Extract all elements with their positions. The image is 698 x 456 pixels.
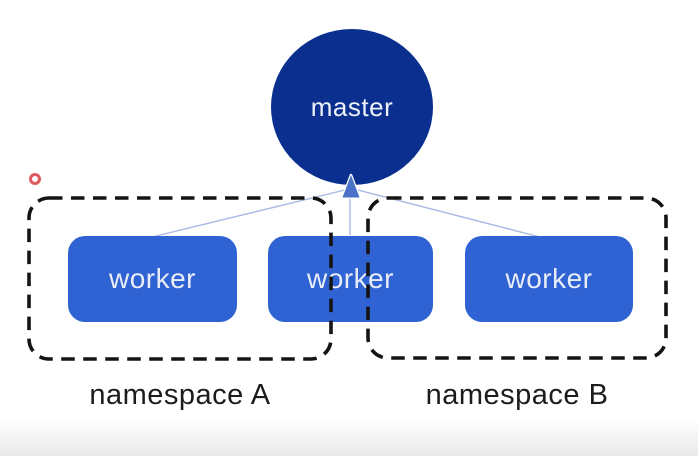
worker-node-label: worker — [306, 263, 394, 294]
worker-node-label: worker — [505, 263, 593, 294]
red-ring-pointer-icon — [29, 173, 41, 185]
namespace-a-label: namespace A — [89, 379, 271, 411]
master-node-label: master — [310, 91, 394, 122]
connector-line-worker3-master — [353, 188, 541, 238]
worker-node-label: worker — [108, 263, 196, 294]
bottom-gradient — [0, 418, 698, 456]
worker-node-1: worker — [68, 236, 237, 322]
worker-node-2: worker — [268, 236, 433, 322]
master-node: master — [271, 29, 433, 185]
connector-line-worker1-master — [151, 188, 350, 238]
namespace-b-label: namespace B — [425, 379, 609, 411]
worker-node-3: worker — [465, 236, 633, 322]
